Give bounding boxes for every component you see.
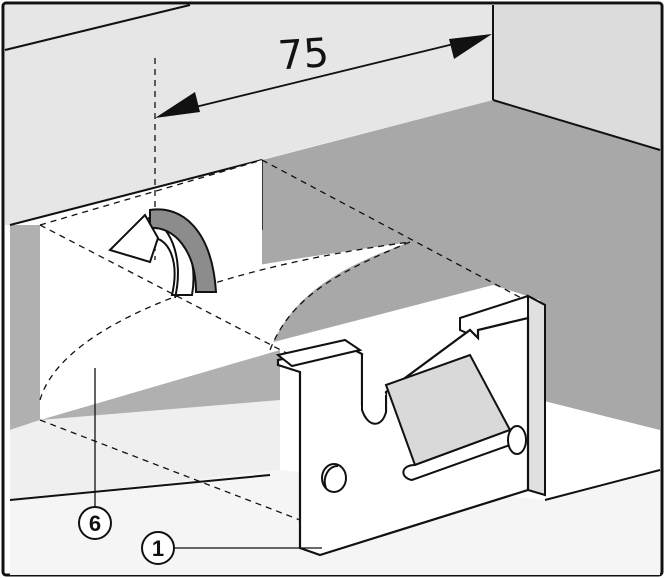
upper-wall-right: [493, 5, 660, 150]
left-wall-dark: [10, 225, 40, 430]
floor-surface: [10, 400, 280, 500]
callout-1-label: 1: [152, 536, 164, 561]
callout-1-circle: [141, 531, 175, 565]
wall-top-edge: [492, 99, 661, 151]
double-headed-arrow-icon-left: [155, 92, 200, 118]
niche-top-edge: [9, 159, 263, 226]
mounting-bracket: [275, 294, 546, 557]
curved-rotation-arrow-icon: [108, 208, 218, 299]
dimension-value: 75: [276, 30, 330, 79]
callout-6-label: 6: [89, 511, 101, 536]
upper-wall-left: [5, 5, 493, 225]
dashed-guides: [39, 58, 526, 521]
back-wall-dark: [493, 100, 660, 430]
floor-edge-line-right: [544, 469, 661, 501]
floor-edge-line: [9, 474, 271, 501]
dimension-line: [174, 39, 471, 113]
callout-6-circle: [78, 506, 112, 540]
double-headed-arrow-icon-right: [449, 34, 492, 59]
ceiling-edge-line: [4, 4, 191, 51]
cutout-swept-area: [40, 242, 410, 420]
